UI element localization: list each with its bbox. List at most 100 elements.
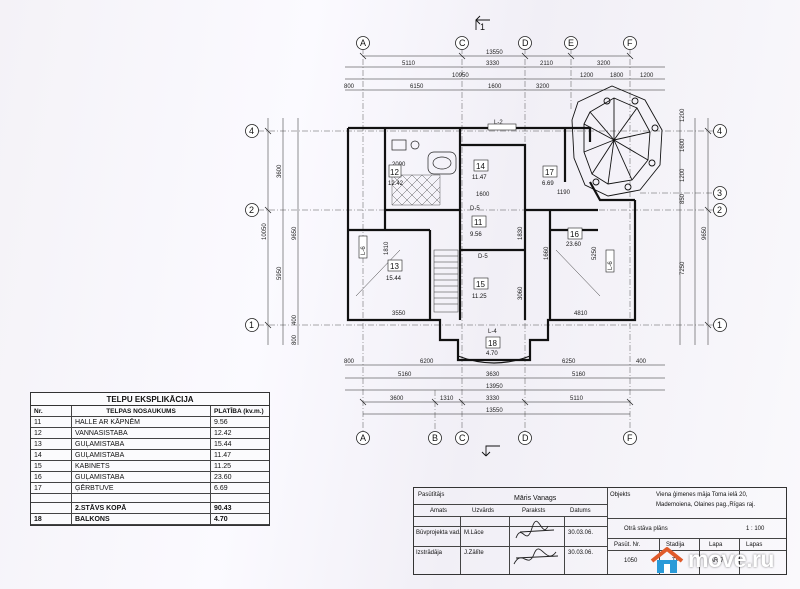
room-12-area: 12.42 — [388, 181, 404, 187]
spacer-cell — [210, 493, 269, 503]
dim-top-2b: 1200 — [580, 73, 594, 79]
explication-grid: Nr. TELPAS NOSAUKUMS PLATĪBA (kv.m.) 11 … — [31, 406, 269, 525]
axis-c-top: C — [459, 38, 466, 48]
col-uzvards: Uzvārds — [472, 508, 495, 514]
col-amats: Amats — [430, 508, 448, 514]
room-13-number: 13 — [390, 262, 399, 271]
dim-inner-6: 5250 — [592, 246, 598, 260]
balcony-name: BALKONS — [71, 513, 211, 525]
axis-4-left: 4 — [249, 126, 254, 136]
row-area: 11.25 — [210, 460, 269, 472]
row-name: KABINETS — [71, 460, 211, 472]
divider — [460, 516, 461, 574]
dim-top-3b: 6150 — [410, 84, 424, 90]
balcony-nr: 18 — [31, 513, 72, 525]
room-15-number: 15 — [476, 280, 485, 289]
dim-top-2c: 1800 — [610, 73, 624, 79]
dim-top-overall: 13550 — [486, 50, 503, 56]
col-lapa: Lapa — [709, 542, 723, 548]
table-row: 14 GUĻAMISTABA 11.47 — [31, 449, 269, 461]
row-area: 9.56 — [210, 416, 269, 428]
total-area: 90.43 — [210, 502, 269, 514]
balcony-row: 18 BALKONS 4.70 — [31, 513, 269, 525]
total-row: 2.STĀVS KOPĀ 90.43 — [31, 502, 269, 514]
dim-bot-overall-2: 13550 — [486, 408, 503, 414]
sheet-title: Otrā stāva plāns — [624, 526, 668, 532]
row-name: GUĻAMISTABA — [71, 471, 211, 483]
room-explication-table: TELPU EKSPLIKĀCIJA Nr. TELPAS NOSAUKUMS … — [30, 392, 270, 526]
window-l6-label-b: L-6 — [608, 261, 614, 270]
row-name: HALLE AR KĀPNĒM — [71, 416, 211, 428]
dim-bot-1d: 400 — [636, 359, 647, 365]
dim-bot-3a: 3600 — [390, 396, 404, 402]
room-17-number: 17 — [545, 168, 554, 177]
room-18-number: 18 — [488, 339, 497, 348]
dim-right-1: 1200 — [680, 108, 686, 122]
object-desc-2: Mademoiena, Olaines pag.,Rīgas raj. — [656, 502, 756, 508]
axis-2-left: 2 — [249, 205, 254, 215]
divider — [414, 526, 607, 527]
dim-bot-3c: 3330 — [486, 396, 500, 402]
axis-4-right: 4 — [717, 126, 722, 136]
row-name: GUĻAMISTABA — [71, 438, 211, 450]
dim-right-3: 1200 — [680, 168, 686, 182]
divider — [509, 516, 510, 574]
dim-inner-10: 1660 — [544, 246, 550, 260]
dim-inner-9: 1810 — [384, 241, 390, 255]
dim-left-2: 5950 — [277, 266, 283, 280]
order-number: 1050 — [624, 558, 638, 564]
row-nr: 14 — [31, 449, 72, 461]
row2-name: J.Zālīte — [464, 550, 484, 556]
dim-inner-5: 1190 — [557, 190, 571, 196]
window-l6-label-a: L-6 — [361, 246, 367, 255]
row-name: GUĻAMISTABA — [71, 449, 211, 461]
drawing-title-block: Pasūtītājs Māris Vanags Objekts Viena ģi… — [413, 487, 787, 575]
axis-1-right: 1 — [717, 320, 722, 330]
dim-left-1: 3600 — [277, 164, 283, 178]
table-spacer-row — [31, 493, 269, 503]
axis-2-right: 2 — [717, 205, 722, 215]
room-15-area: 11.25 — [472, 294, 487, 300]
table-row: 13 GUĻAMISTABA 15.44 — [31, 438, 269, 450]
row-nr: 17 — [31, 482, 72, 494]
client-label: Pasūtītājs — [418, 492, 445, 498]
dim-top-1b: 3330 — [486, 61, 500, 67]
dim-left-3: 400 — [292, 314, 298, 325]
watermark: move.ru — [648, 544, 798, 576]
object-label: Objekts — [610, 492, 631, 498]
row-area: 15.44 — [210, 438, 269, 450]
divider — [699, 538, 700, 574]
dim-left-overall-1: 10050 — [262, 223, 268, 240]
axis-c-bottom: C — [459, 433, 466, 443]
total-name: 2.STĀVS KOPĀ — [71, 502, 211, 514]
row-name: ĢĒRBTUVE — [71, 482, 211, 494]
row2-date: 30.03.06. — [568, 550, 594, 556]
divider — [607, 518, 786, 519]
dim-top-1d: 3200 — [597, 61, 611, 67]
watermark-text: move.ru — [688, 546, 774, 572]
dim-bot-2b: 3630 — [486, 372, 500, 378]
dim-bot-1a: 800 — [344, 359, 355, 365]
divider — [739, 538, 740, 574]
dim-bot-2a: 5160 — [398, 372, 412, 378]
divider — [414, 504, 607, 505]
divider — [414, 546, 607, 547]
row-area: 11.47 — [210, 449, 269, 461]
col-datums: Datums — [570, 508, 591, 514]
row-area: 12.42 — [210, 427, 269, 439]
signature-image — [513, 520, 559, 565]
total-nr — [31, 502, 72, 514]
axis-b-bottom: B — [432, 433, 438, 443]
dim-inner-2: 4810 — [574, 311, 588, 317]
explication-title: TELPU EKSPLIKĀCIJA — [31, 393, 269, 406]
dim-inner-4: 1600 — [476, 192, 490, 198]
row1-name: M.Lāce — [464, 530, 484, 536]
door-d5-label-a: D-5 — [470, 206, 480, 212]
balcony-area: 4.70 — [210, 513, 269, 525]
dim-right-overall: 9650 — [702, 226, 708, 240]
dim-top-1c: 2110 — [540, 61, 554, 67]
col-pasut-nr: Pasūt. Nr. — [614, 542, 641, 548]
col-paraksts: Paraksts — [522, 508, 546, 514]
dim-top-3a: 800 — [344, 84, 355, 90]
row-area: 23.60 — [210, 471, 269, 483]
